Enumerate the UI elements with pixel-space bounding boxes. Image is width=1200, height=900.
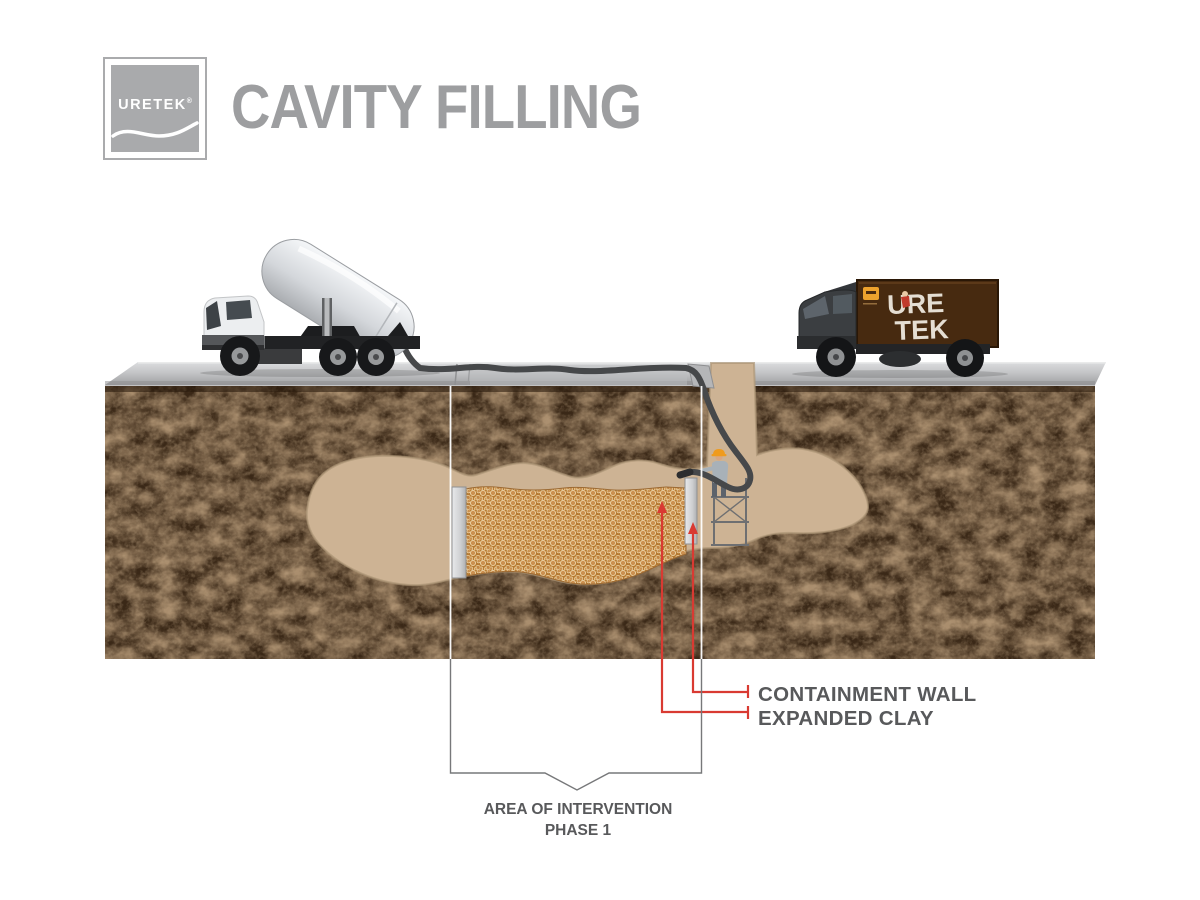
intervention-bracket <box>449 659 703 791</box>
box-truck: URE TEK <box>792 279 1008 378</box>
containment-wall-right <box>684 477 698 545</box>
leader-expanded-clay <box>657 501 750 719</box>
worker-leg <box>721 482 726 497</box>
box-truck-branding-line2: TEK <box>894 314 950 346</box>
label-area-of-intervention: AREA OF INTERVENTION <box>484 801 673 818</box>
box-truck-windshield <box>803 296 829 319</box>
box-truck-side-window <box>833 294 852 314</box>
branding-worker-figure <box>901 296 910 308</box>
hard-hat-icon <box>713 449 725 455</box>
hard-hat-brim <box>711 454 727 457</box>
tanker-wheels <box>220 336 395 376</box>
leader-containment-wall <box>688 522 750 698</box>
box-truck-fuel-tank <box>879 351 921 367</box>
arrow-up-icon <box>688 522 698 534</box>
uretek-logo-inner: URETEK® <box>111 65 199 152</box>
box-truck-branding-line1: URE <box>887 288 945 320</box>
worker-arm <box>699 466 716 473</box>
tanker-windshield <box>206 301 221 330</box>
tanker-toolbox <box>256 349 302 364</box>
hose-nozzle <box>676 468 694 479</box>
uretek-logo-wordmark: URETEK <box>118 97 187 113</box>
logo-wave-icon <box>111 121 199 138</box>
hose <box>393 315 754 493</box>
registered-mark: ® <box>186 98 192 106</box>
tanker-side-window <box>226 300 252 320</box>
label-containment-wall: CONTAINMENT WALL <box>758 683 977 706</box>
page-title: CAVITY FILLING <box>231 73 642 142</box>
uretek-logo-text: URETEK® <box>111 97 199 113</box>
arrow-up-icon <box>657 501 667 513</box>
containment-wall-left <box>451 486 467 579</box>
box-truck-chassis <box>856 344 990 354</box>
tanker-truck <box>200 238 440 377</box>
expanded-clay-fill <box>465 486 687 585</box>
branding-worker-head <box>902 291 908 297</box>
worker-leg <box>712 482 717 497</box>
tank-pivot <box>388 322 408 336</box>
label-expanded-clay: EXPANDED CLAY <box>758 707 934 730</box>
label-phase: PHASE 1 <box>545 822 612 839</box>
box-truck-wheels <box>816 337 984 377</box>
uretek-logo: URETEK® <box>103 57 207 160</box>
